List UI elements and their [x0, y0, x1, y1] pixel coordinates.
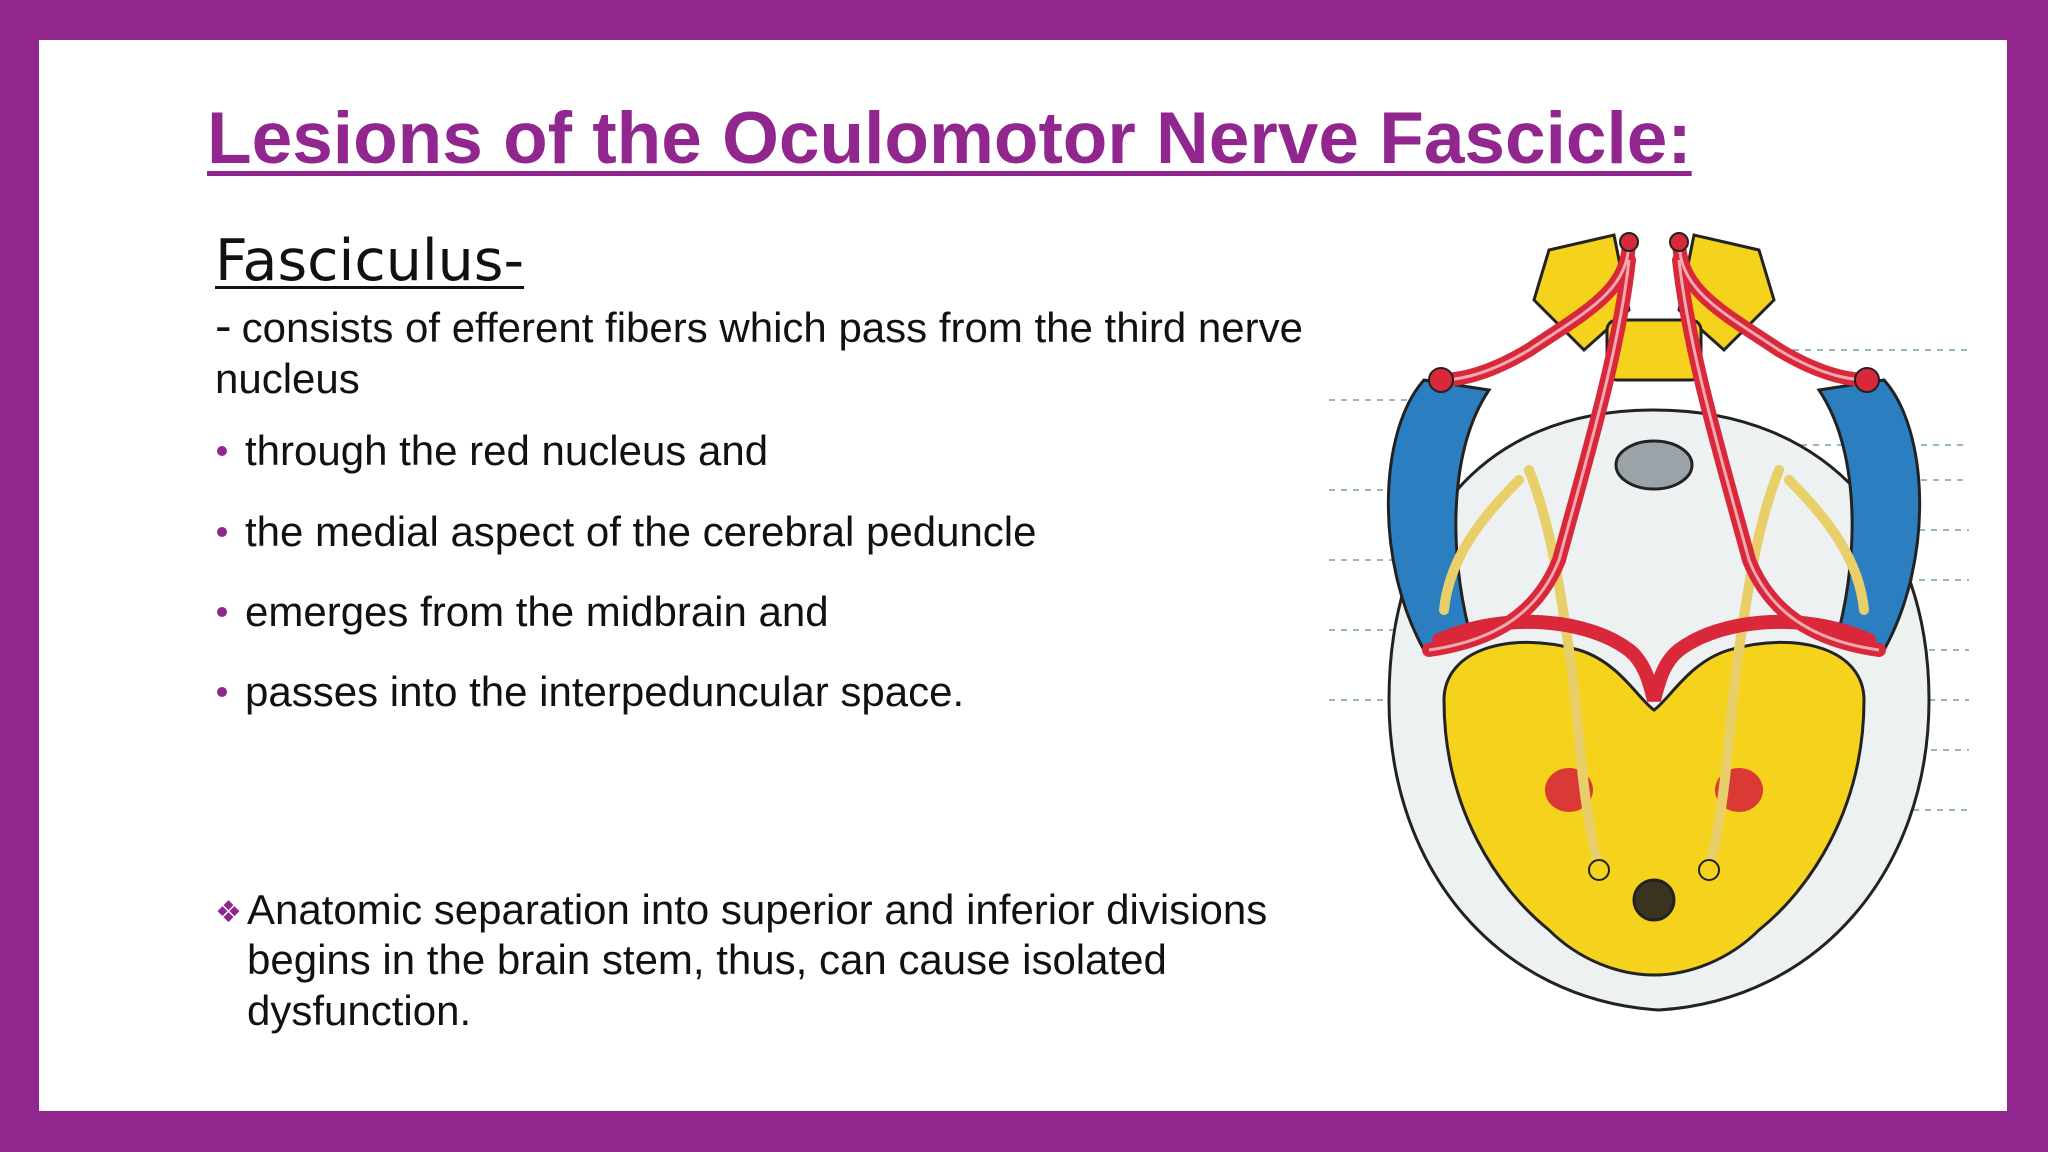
subheading: Fasciculus- — [215, 228, 525, 294]
bullet-dot-icon — [217, 687, 227, 698]
slide-title: Lesions of the Oculomotor Nerve Fascicle… — [207, 98, 1692, 179]
bullet-dot-icon — [217, 526, 227, 537]
intro-dash: - — [215, 298, 232, 353]
diamond-bullet-icon: ❖ — [215, 895, 242, 930]
note-block: ❖ Anatomic separation into superior and … — [215, 885, 1365, 1036]
bullet-item: through the red nucleus and — [215, 426, 1365, 476]
aqueduct — [1632, 878, 1676, 922]
bullet-text: the medial aspect of the cerebral pedunc… — [245, 507, 1037, 555]
bullet-dot-icon — [217, 446, 227, 457]
intro-body: consists of efferent fibers which pass f… — [215, 303, 1303, 402]
bullet-text: passes into the interpeduncular space. — [245, 668, 965, 716]
bullet-text: emerges from the midbrain and — [245, 588, 829, 636]
artery-end-right — [1854, 367, 1880, 393]
bullet-item: the medial aspect of the cerebral pedunc… — [215, 507, 1365, 557]
artery-end-top-left — [1619, 232, 1639, 252]
grey-ventricle — [1614, 439, 1694, 491]
artery-highlights — [1428, 239, 1880, 652]
midbrain-cross-section-illustration — [1329, 232, 1969, 1012]
artery-end-left — [1428, 367, 1454, 393]
nerve-nucleus-right — [1698, 859, 1720, 881]
bullet-text: through the red nucleus and — [245, 427, 769, 475]
slide: Lesions of the Oculomotor Nerve Fascicle… — [39, 40, 2007, 1111]
nerve-nucleus-left — [1588, 859, 1610, 881]
third-nerve-fibers — [1439, 465, 1869, 875]
content-block: Fasciculus- -consists of efferent fibers… — [215, 230, 1365, 748]
bullet-dot-icon — [217, 607, 227, 618]
midbrain-yellow-body — [1442, 640, 1866, 977]
intro-text: -consists of efferent fibers which pass … — [215, 299, 1365, 405]
note-text: Anatomic separation into superior and in… — [247, 886, 1268, 1034]
bullet-list: through the red nucleus and the medial a… — [215, 426, 1365, 718]
bullet-item: emerges from the midbrain and — [215, 587, 1365, 637]
bullet-item: passes into the interpeduncular space. — [215, 667, 1365, 717]
artery-end-top-right — [1669, 232, 1689, 252]
